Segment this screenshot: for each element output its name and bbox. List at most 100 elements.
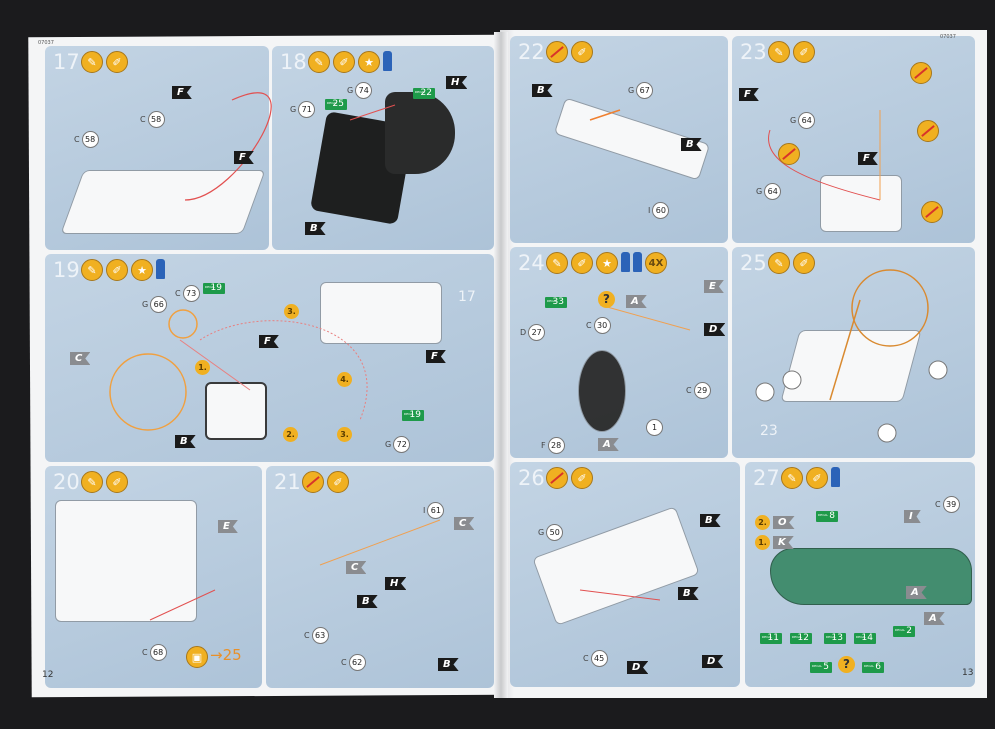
- decal-14: 14: [854, 632, 876, 644]
- step-number: 20: [53, 470, 80, 494]
- decal-icon: ★: [596, 252, 618, 274]
- sprue-flag-k: K: [773, 536, 794, 549]
- step-number: 22: [518, 40, 545, 64]
- quantity-badge: 4X: [645, 252, 667, 274]
- sprue-flag-o: O: [773, 516, 795, 529]
- decal-icon: ★: [131, 259, 153, 281]
- paint-icon: ✐: [793, 252, 815, 274]
- decal-icon: ★: [358, 51, 380, 73]
- paint-pot-icon: [621, 252, 630, 272]
- sprue-flag-b: B: [175, 435, 196, 448]
- page-number-left: 12: [42, 670, 54, 680]
- no-glue-icon: [910, 62, 932, 84]
- sprue-flag-f: F: [172, 86, 192, 99]
- sprue-flag-f: F: [426, 350, 446, 363]
- step-number: 26: [518, 466, 545, 490]
- decal-25: 25: [325, 98, 347, 110]
- rolling-chassis-illustration: [780, 330, 922, 402]
- paint-icon: ✐: [106, 51, 128, 73]
- step-24-panel: 24 ✎✐★4X: [510, 247, 728, 458]
- sequence-2: 2.: [283, 427, 298, 442]
- no-glue-icon: [921, 201, 943, 223]
- engine-dash-illustration: [55, 500, 197, 622]
- no-glue-icon: [546, 41, 568, 63]
- sprue-flag-a: A: [924, 612, 945, 625]
- sprue-flag-b: B: [681, 138, 702, 151]
- paint-pot-icon: [156, 259, 165, 279]
- axle-illustration: [820, 175, 902, 232]
- paint-icon: ✐: [333, 51, 355, 73]
- decal-8: 8: [816, 510, 838, 522]
- dashboard-outline-illustration: [205, 382, 267, 440]
- engine-illustration: [320, 282, 442, 344]
- sequence-3: 3.: [284, 304, 299, 319]
- paint-icon: ✐: [793, 41, 815, 63]
- sprue-flag-f: F: [259, 335, 279, 348]
- step-21-panel: 21 ✐: [266, 466, 494, 688]
- sprue-flag-e: E: [218, 520, 238, 533]
- chassis-illustration: [60, 170, 266, 234]
- glue-icon: ✎: [81, 471, 103, 493]
- optional-part-icon: ?: [838, 656, 855, 673]
- step-number: 17: [53, 50, 80, 74]
- paint-icon: ✐: [327, 471, 349, 493]
- wheel-illustration: [578, 350, 626, 432]
- sprue-flag-b: B: [700, 514, 721, 527]
- go-to-step-arrow: →25: [210, 646, 242, 664]
- no-glue-icon: [778, 143, 800, 165]
- page-number-right: 13: [962, 668, 974, 678]
- glue-icon: ✎: [81, 259, 103, 281]
- sprue-flag-d: D: [702, 655, 724, 668]
- step-reference-23: 23: [760, 423, 778, 439]
- glue-icon: ✎: [781, 467, 803, 489]
- decal-13: 13: [824, 632, 846, 644]
- booklet-code-left: 07037: [38, 40, 54, 46]
- sprue-flag-b: B: [357, 595, 378, 608]
- decal-33: 33: [545, 296, 567, 308]
- sprue-flag-h: H: [446, 76, 468, 89]
- paint-icon: ✐: [106, 471, 128, 493]
- sprue-flag-c: C: [70, 352, 91, 365]
- sprue-flag-e: E: [704, 280, 724, 293]
- glue-icon: ✎: [81, 51, 103, 73]
- step-reference-17: 17: [458, 289, 476, 305]
- sprue-flag-a: A: [626, 295, 647, 308]
- sequence-3: 3.: [337, 427, 352, 442]
- paint-icon: ✐: [571, 41, 593, 63]
- paint-pot-icon: [383, 51, 392, 71]
- sprue-flag-d: D: [627, 661, 649, 674]
- glue-icon: ✎: [768, 41, 790, 63]
- sprue-flag-f: F: [234, 151, 254, 164]
- paint-icon: ✐: [806, 467, 828, 489]
- sprue-flag-b: B: [438, 658, 459, 671]
- sprue-flag-f: F: [739, 88, 759, 101]
- part-callout-1: 1: [644, 419, 663, 436]
- step-number: 18: [280, 50, 307, 74]
- optional-part-icon: ?: [598, 291, 615, 308]
- sprue-flag-f: F: [858, 152, 878, 165]
- decal-19: 19: [402, 409, 424, 421]
- sprue-flag-d: D: [704, 323, 726, 336]
- paint-icon: ✐: [571, 467, 593, 489]
- step-number: 25: [740, 251, 767, 275]
- booklet-code-right: 07037: [940, 34, 956, 40]
- decal-6: 6: [862, 661, 884, 673]
- camera-icon: ▣: [186, 646, 208, 668]
- sprue-flag-b: B: [532, 84, 553, 97]
- booklet-spine: [494, 32, 508, 698]
- glue-icon: ✎: [768, 252, 790, 274]
- step-number: 23: [740, 40, 767, 64]
- decal-11: 11: [760, 632, 782, 644]
